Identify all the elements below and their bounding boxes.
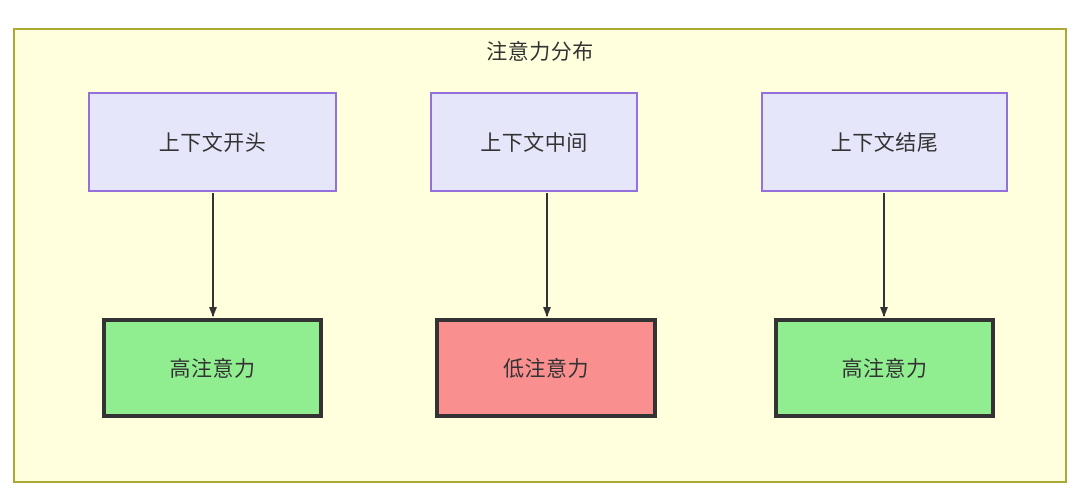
node-high-attention-end[interactable]: 高注意力 bbox=[774, 318, 995, 418]
node-high-attention-start[interactable]: 高注意力 bbox=[102, 318, 323, 418]
node-low-attention-middle[interactable]: 低注意力 bbox=[435, 318, 657, 418]
subgraph-title: 注意力分布 bbox=[486, 41, 594, 64]
node-context-end[interactable]: 上下文结尾 bbox=[761, 92, 1008, 192]
node-context-start[interactable]: 上下文开头 bbox=[88, 92, 337, 192]
node-context-middle[interactable]: 上下文中间 bbox=[430, 92, 638, 192]
